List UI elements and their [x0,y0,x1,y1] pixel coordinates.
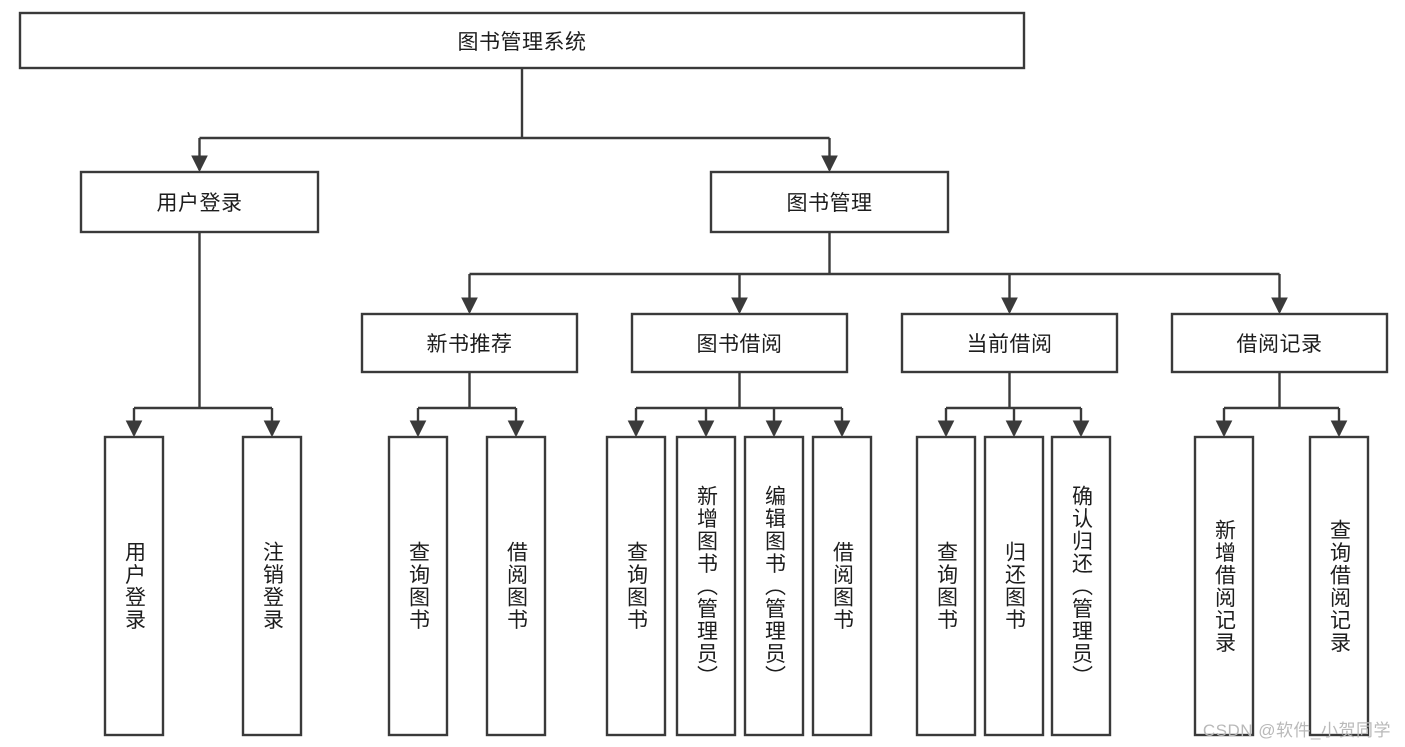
node-box-root-0[interactable] [18,11,1026,70]
node-box-leaf-11[interactable] [1193,435,1255,737]
connector-edges-layer [125,68,1348,438]
node-box-leaf-5[interactable] [675,435,737,737]
node-box-leaf-12[interactable] [1308,435,1370,737]
node-box-leaf-6[interactable] [743,435,805,737]
node-box-leaf-9[interactable] [983,435,1045,737]
node-box-level3-1[interactable] [630,312,849,374]
node-box-leaf-8[interactable] [915,435,977,737]
node-box-leaf-0[interactable] [103,435,165,737]
node-box-level3-3[interactable] [1170,312,1389,374]
node-box-leaf-7[interactable] [811,435,873,737]
node-box-level2-1[interactable] [709,170,950,234]
node-box-leaf-10[interactable] [1050,435,1112,737]
node-box-leaf-4[interactable] [605,435,667,737]
node-box-level2-0[interactable] [79,170,320,234]
node-box-level3-0[interactable] [360,312,579,374]
node-box-level3-2[interactable] [900,312,1119,374]
node-box-leaf-2[interactable] [387,435,449,737]
node-box-leaf-3[interactable] [485,435,547,737]
node-boxes-layer [18,11,1389,737]
node-box-leaf-1[interactable] [241,435,303,737]
